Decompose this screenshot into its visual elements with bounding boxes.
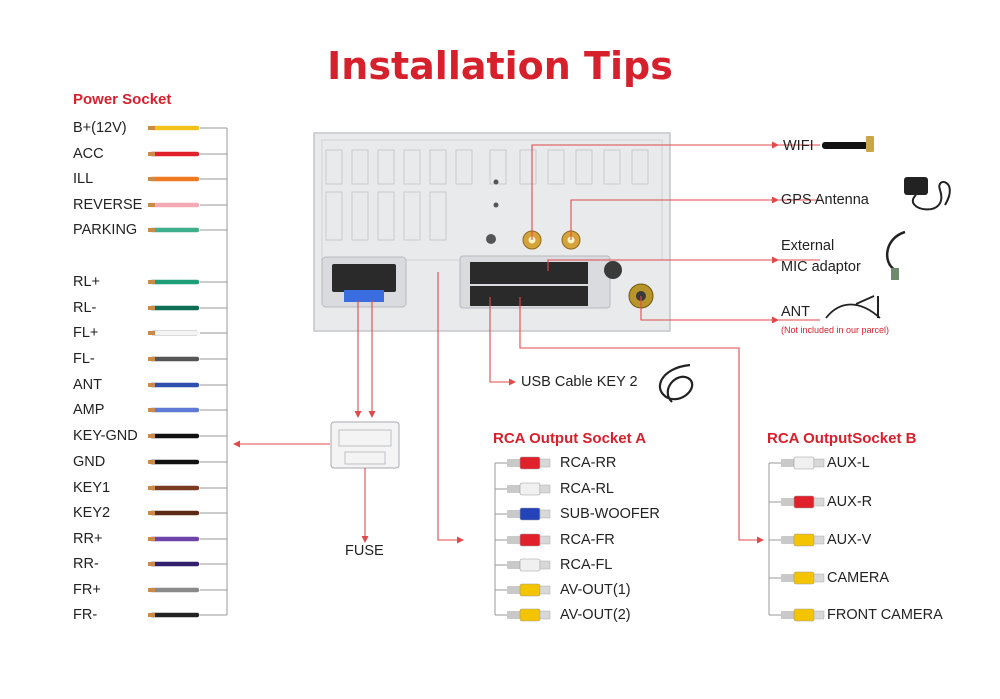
rca-plug-icon [507, 456, 551, 470]
power-wire-label: FR- [73, 607, 98, 623]
mic-adaptor-icon [885, 230, 906, 280]
connection-lines [235, 144, 820, 541]
power-wire-label: FL+ [73, 325, 99, 341]
rca-plug-icon [507, 482, 551, 496]
rca-plug-icon [781, 571, 825, 585]
rca-plug-icon [507, 583, 551, 597]
usb-cable-label: USB Cable KEY 2 [521, 374, 638, 390]
power-wire-label: KEY-GND [73, 428, 138, 444]
rca-b-label: FRONT CAMERA [827, 607, 943, 623]
mic-adaptor-label-line2: MIC adaptor [781, 259, 861, 275]
rca-plug-icon [781, 608, 825, 622]
ant-antenna-icon [825, 295, 881, 319]
rca-a-label: RCA-RR [560, 455, 617, 471]
gps-antenna-label: GPS Antenna [781, 192, 869, 208]
rca-a-label: RCA-RL [560, 481, 614, 497]
power-socket-heading: Power Socket [73, 91, 172, 108]
power-wire-label: RL+ [73, 274, 101, 290]
rca-a-label: AV-OUT(2) [560, 607, 631, 623]
head-unit-back-panel [313, 132, 671, 332]
arrow-heads [233, 141, 779, 544]
rca-b-label: AUX-L [827, 455, 870, 471]
power-wire-label: RL- [73, 300, 97, 316]
rca-b-label: AUX-V [827, 532, 872, 548]
power-wire-label: AMP [73, 402, 105, 418]
rca-plug-icon [781, 495, 825, 509]
mic-adaptor-label-line1: External [781, 238, 835, 254]
power-wire-label: FL- [73, 351, 95, 367]
power-wire-label: KEY1 [73, 480, 111, 496]
power-wire-label: B+(12V) [73, 120, 127, 136]
ant-note: (Not included in our parcel) [781, 325, 890, 335]
power-wire-label: RR- [73, 556, 99, 572]
rca-a-label: AV-OUT(1) [560, 582, 631, 598]
rca-plug-icon [507, 558, 551, 572]
power-wire-label: REVERSE [73, 197, 143, 213]
rca-socket-b-connectors [768, 456, 825, 622]
rca-b-label: CAMERA [827, 570, 890, 586]
rca-plug-icon [507, 608, 551, 622]
wifi-label: WIFI [783, 138, 814, 154]
power-wire-label: ILL [73, 171, 94, 187]
rca-plug-icon [781, 456, 825, 470]
rca-socket-a-heading: RCA Output Socket A [493, 430, 647, 447]
power-wire-label: FR+ [73, 582, 101, 598]
rca-a-label: SUB-WOOFER [560, 506, 660, 522]
rca-plug-icon [507, 533, 551, 547]
rca-socket-a-connectors [494, 456, 551, 622]
page-title: Installation Tips [327, 44, 673, 88]
rca-plug-icon [507, 507, 551, 521]
rca-b-label: AUX-R [827, 494, 873, 510]
power-wire-label: ANT [73, 377, 102, 393]
power-wire-label: KEY2 [73, 505, 111, 521]
usb-cable-icon [658, 363, 694, 403]
gps-antenna-icon [904, 177, 951, 211]
wifi-antenna-icon [822, 136, 874, 152]
power-wire-label: GND [73, 454, 106, 470]
power-wire-label: ACC [73, 146, 104, 162]
power-wire-label: RR+ [73, 531, 103, 547]
rca-plug-icon [781, 533, 825, 547]
power-wire-label: PARKING [73, 222, 138, 238]
rca-a-label: RCA-FR [560, 532, 615, 548]
rca-socket-b-heading: RCA OutputSocket B [767, 430, 917, 447]
ant-label: ANT [781, 304, 810, 320]
fuse-label: FUSE [345, 543, 384, 559]
fuse-connector [330, 421, 400, 469]
rca-a-label: RCA-FL [560, 557, 613, 573]
power-socket-wires [148, 125, 228, 618]
